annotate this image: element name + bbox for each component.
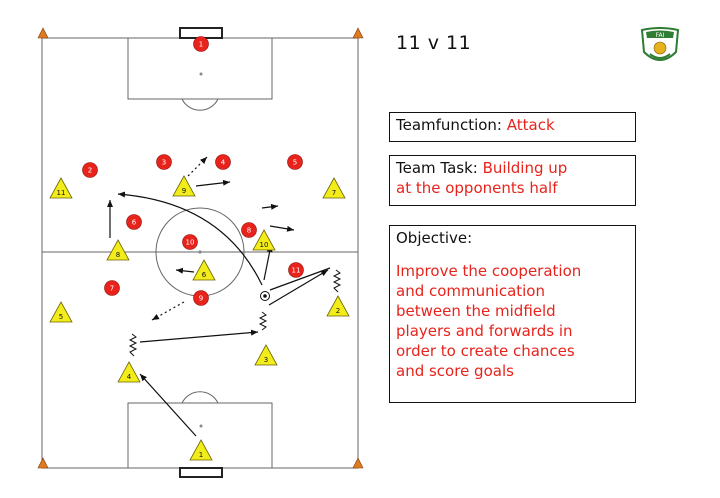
player-number: 6 bbox=[132, 219, 137, 227]
top-penalty-arc bbox=[181, 98, 219, 111]
pass-arrow bbox=[139, 373, 197, 437]
opponent-player-9: 9 bbox=[193, 290, 209, 306]
player-number: 2 bbox=[88, 167, 92, 175]
objective-line-1: Improve the cooperation bbox=[396, 262, 582, 280]
attacker-player-3: 3 bbox=[254, 344, 278, 366]
run-arrow bbox=[117, 191, 263, 286]
run-arrow bbox=[195, 179, 231, 187]
run-arrow bbox=[263, 244, 273, 281]
cone-icon bbox=[352, 27, 364, 39]
crest-text: FAI bbox=[656, 32, 665, 39]
objective-line-3: between the midfield bbox=[396, 302, 556, 320]
team-task-box: Team Task: Building up at the opponents … bbox=[389, 155, 636, 206]
objective-box: Objective: Improve the cooperation and c… bbox=[389, 225, 636, 403]
player-number: 1 bbox=[199, 41, 203, 49]
bottom-goal bbox=[179, 467, 223, 478]
opponent-player-7: 7 bbox=[104, 280, 120, 296]
team-function-label: Teamfunction: bbox=[396, 116, 502, 134]
cone-icon bbox=[352, 457, 364, 469]
ball-icon bbox=[260, 291, 270, 301]
objective-line-6: and score goals bbox=[396, 362, 514, 380]
pass-arrow bbox=[139, 329, 259, 343]
team-task-value-line2: at the opponents half bbox=[396, 179, 558, 197]
pass-arrow bbox=[268, 269, 329, 306]
attacker-player-4: 4 bbox=[117, 361, 141, 383]
attacker-player-7: 7 bbox=[322, 177, 346, 199]
objective-line-5: order to create chances bbox=[396, 342, 575, 360]
opponent-player-10: 10 bbox=[182, 234, 198, 250]
player-number: 11 bbox=[57, 189, 66, 197]
opponent-player-3: 3 bbox=[156, 154, 172, 170]
attacker-player-5: 5 bbox=[49, 301, 73, 323]
cone-icon bbox=[37, 27, 49, 39]
player-number: 7 bbox=[110, 285, 114, 293]
top-penalty-spot bbox=[199, 72, 203, 76]
player-number: 8 bbox=[247, 227, 251, 235]
fai-crest-logo: FAI bbox=[640, 27, 680, 61]
team-function-value: Attack bbox=[506, 116, 555, 134]
attacker-player-9: 9 bbox=[172, 175, 196, 197]
opponent-player-2: 2 bbox=[82, 162, 98, 178]
opponent-player-8: 8 bbox=[241, 222, 257, 238]
attacker-player-11: 11 bbox=[49, 177, 73, 199]
attacker-player-6: 6 bbox=[192, 259, 216, 281]
dribble-zigzag bbox=[258, 311, 268, 331]
opponent-player-11: 11 bbox=[288, 262, 304, 278]
bottom-penalty-spot bbox=[199, 424, 203, 428]
dotted-run-arrow bbox=[151, 301, 185, 321]
player-number: 1 bbox=[199, 451, 203, 459]
opponent-player-6: 6 bbox=[126, 214, 142, 230]
player-number: 3 bbox=[162, 159, 166, 167]
player-number: 9 bbox=[182, 187, 186, 195]
pass-line bbox=[269, 267, 331, 291]
player-number: 10 bbox=[260, 241, 269, 249]
run-arrow bbox=[269, 225, 295, 232]
player-number: 5 bbox=[293, 159, 297, 167]
player-number: 4 bbox=[127, 373, 132, 381]
player-number: 7 bbox=[332, 189, 336, 197]
run-arrow bbox=[175, 267, 195, 274]
cone-icon bbox=[37, 457, 49, 469]
attacker-player-2: 2 bbox=[326, 295, 350, 317]
opponent-player-4: 4 bbox=[215, 154, 231, 170]
dribble-zigzag bbox=[332, 269, 342, 293]
objective-label: Objective: bbox=[396, 229, 473, 247]
player-number: 8 bbox=[116, 251, 120, 259]
attacker-player-1: 1 bbox=[189, 439, 213, 461]
session-title: 11 v 11 bbox=[396, 32, 472, 54]
team-function-box: Teamfunction: Attack bbox=[389, 112, 636, 142]
opponent-player-1: 1 bbox=[193, 36, 209, 52]
player-number: 10 bbox=[186, 239, 195, 247]
objective-line-2: and communication bbox=[396, 282, 545, 300]
player-number: 5 bbox=[59, 313, 63, 321]
player-number: 4 bbox=[221, 159, 226, 167]
team-task-label: Team Task: bbox=[396, 159, 478, 177]
player-number: 9 bbox=[199, 295, 203, 303]
run-arrow bbox=[261, 203, 279, 210]
team-task-value-line1: Building up bbox=[482, 159, 568, 177]
player-number: 11 bbox=[292, 267, 301, 275]
player-number: 2 bbox=[336, 307, 340, 315]
attacker-player-10: 10 bbox=[252, 229, 276, 251]
dribble-zigzag bbox=[128, 333, 138, 357]
player-number: 3 bbox=[264, 356, 268, 364]
player-number: 6 bbox=[202, 271, 207, 279]
objective-line-4: players and forwards in bbox=[396, 322, 573, 340]
bottom-penalty-arc bbox=[181, 391, 219, 404]
dotted-run-arrow bbox=[187, 156, 208, 177]
opponent-player-5: 5 bbox=[287, 154, 303, 170]
attacker-player-8: 8 bbox=[106, 239, 130, 261]
center-spot bbox=[198, 250, 202, 254]
